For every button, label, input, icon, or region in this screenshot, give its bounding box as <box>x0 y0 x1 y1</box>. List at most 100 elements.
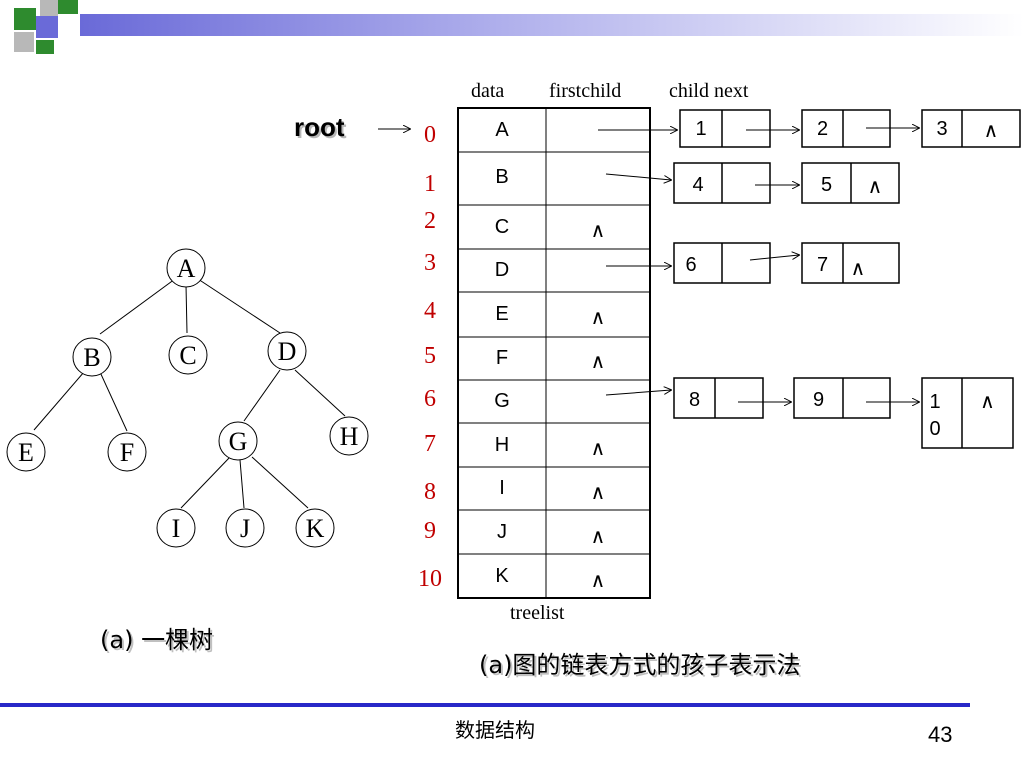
decor-square-green-2 <box>58 0 78 14</box>
footer-divider <box>0 703 970 707</box>
treelist-data-6: G <box>494 390 510 412</box>
tree-node-c: C <box>168 335 208 375</box>
treelist-data-2: C <box>494 216 510 238</box>
caption-representation: (a)图的链表方式的孩子表示法 <box>479 651 801 679</box>
arrow-6-to-7 <box>749 255 799 261</box>
child-node-8: 8 <box>688 389 701 411</box>
tree-node-j: J <box>225 508 265 548</box>
treelist-data-10: K <box>495 565 509 587</box>
decor-title-bar <box>80 14 1024 36</box>
arrow-row6-to-8 <box>605 390 671 396</box>
arrow-row1-to-4 <box>605 173 671 180</box>
treelist-data-9: J <box>497 521 507 543</box>
child-node-7-next: ∧ <box>850 258 866 280</box>
tree-node-b: B <box>72 337 112 377</box>
edge-g-i <box>180 456 231 509</box>
child-node-3-next: ∧ <box>983 120 999 142</box>
footer-title: 数据结构 <box>455 718 535 742</box>
tree-node-i: I <box>156 508 196 548</box>
row-index-2: 2 <box>424 208 436 234</box>
treelist-data-3: D <box>494 259 510 281</box>
treelist-data-8: I <box>499 477 505 499</box>
treelist-firstchild-10: ∧ <box>590 570 606 592</box>
treelist-firstchild-8: ∧ <box>590 482 606 504</box>
row-index-4: 4 <box>424 298 436 324</box>
header-firstchild: firstchild <box>549 80 622 102</box>
link-arrows <box>598 128 919 402</box>
child-node-2: 2 <box>816 118 829 140</box>
child-node-5-next: ∧ <box>867 176 883 198</box>
child-node-6: 6 <box>685 254 697 276</box>
tree-node-label: B <box>83 343 100 372</box>
header-child-next: child next <box>669 80 749 102</box>
tree-node-label: C <box>179 341 196 370</box>
edge-b-e <box>33 371 85 431</box>
row-index-9: 9 <box>424 518 436 544</box>
tree-edges <box>33 278 346 509</box>
row-index-10: 10 <box>418 566 442 592</box>
child-node-3: 3 <box>936 118 948 140</box>
edge-d-h <box>294 369 346 417</box>
tree-node-h: H <box>329 416 369 456</box>
treelist-firstchild-5: ∧ <box>590 351 606 373</box>
treelist-firstchild-2: ∧ <box>590 220 606 242</box>
tree-node-label: I <box>172 514 181 543</box>
child-node-7: 7 <box>816 254 829 276</box>
treelist-firstchild-7: ∧ <box>590 438 606 460</box>
child-node-boxes <box>673 109 1021 449</box>
tree-node-label: H <box>340 422 359 451</box>
tree-node-label: E <box>18 438 34 467</box>
treelist-label: treelist <box>510 602 565 624</box>
child-node-10: 1 0 <box>929 391 941 440</box>
tree-node-k: K <box>295 508 335 548</box>
tree-node-label: K <box>306 514 325 543</box>
page-number: 43 <box>928 722 953 747</box>
child-node-10-next: ∧ <box>980 391 995 413</box>
decor-square-purple-1 <box>36 16 58 38</box>
edge-d-g <box>243 369 281 422</box>
edge-g-j <box>239 459 245 509</box>
tree-node-label: G <box>229 427 248 456</box>
diagram-canvas: A B C D E F G H I J K <box>6 107 1021 599</box>
tree-node-label: F <box>120 438 134 467</box>
treelist-data-7: H <box>494 434 510 456</box>
child-node-9: 9 <box>812 389 825 411</box>
row-index-0: 0 <box>424 122 436 148</box>
row-index-8: 8 <box>424 479 436 505</box>
row-index-1: 1 <box>424 171 436 197</box>
child-node-1: 1 <box>695 118 707 140</box>
tree-node-g: G <box>218 421 258 461</box>
child-node-4: 4 <box>692 174 704 196</box>
edge-g-k <box>251 456 309 509</box>
tree-node-e: E <box>6 432 46 472</box>
tree-node-f: F <box>107 432 147 472</box>
caption-tree: (a) 一棵树 <box>100 626 214 654</box>
treelist-firstchild-9: ∧ <box>590 526 606 548</box>
row-index-6: 6 <box>424 386 436 412</box>
row-index-7: 7 <box>424 431 436 457</box>
row-index-5: 5 <box>424 343 436 369</box>
treelist-table <box>457 107 651 599</box>
treelist-data-1: B <box>495 166 509 188</box>
treelist-data-4: E <box>495 303 509 325</box>
tree-node-d: D <box>267 331 307 371</box>
edge-b-f <box>99 371 128 432</box>
edge-a-c <box>185 284 188 334</box>
edge-a-b <box>99 278 176 335</box>
decor-square-green-3 <box>36 40 54 54</box>
treelist-data-5: F <box>495 347 509 369</box>
root-label: root <box>294 112 345 142</box>
decor-square-green-1 <box>14 8 36 30</box>
tree-node-label: A <box>177 254 196 283</box>
child-node-5: 5 <box>820 174 833 196</box>
tree-node-label: D <box>278 337 297 366</box>
tree-node-label: J <box>240 514 250 543</box>
row-index-3: 3 <box>424 250 436 276</box>
treelist-firstchild-4: ∧ <box>590 307 606 329</box>
treelist-data-0: A <box>495 119 509 141</box>
tree-node-a: A <box>166 248 206 288</box>
decor-square-gray-2 <box>14 32 34 52</box>
header-data: data <box>471 80 505 102</box>
decor-square-gray-1 <box>40 0 58 16</box>
edge-a-d <box>197 278 281 334</box>
